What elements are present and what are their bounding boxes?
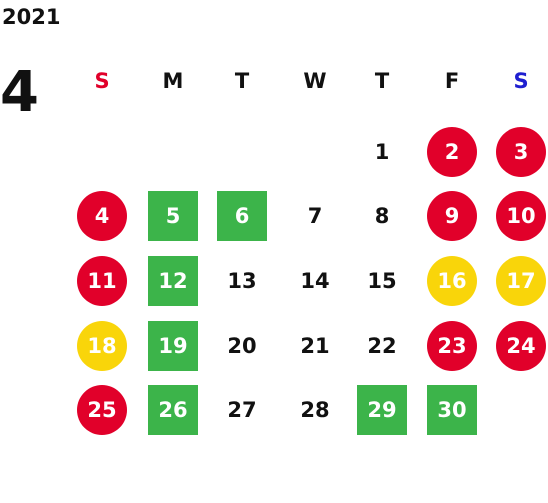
day-cell[interactable]: 23 bbox=[427, 321, 477, 371]
weekday-header: F bbox=[444, 69, 460, 93]
day-cell[interactable]: 1 bbox=[374, 140, 390, 164]
day-cell[interactable]: 20 bbox=[227, 334, 257, 358]
weekday-header: S bbox=[513, 69, 529, 93]
day-cell[interactable]: 5 bbox=[148, 191, 198, 241]
day-cell[interactable]: 11 bbox=[77, 256, 127, 306]
day-cell[interactable]: 4 bbox=[77, 191, 127, 241]
day-cell[interactable]: 3 bbox=[496, 127, 546, 177]
day-cell[interactable]: 27 bbox=[227, 398, 257, 422]
weekday-header: S bbox=[94, 69, 110, 93]
day-cell[interactable]: 6 bbox=[217, 191, 267, 241]
day-cell[interactable]: 13 bbox=[227, 269, 257, 293]
weekday-header: T bbox=[374, 69, 390, 93]
day-cell[interactable]: 10 bbox=[496, 191, 546, 241]
day-cell[interactable]: 15 bbox=[367, 269, 397, 293]
day-cell[interactable]: 22 bbox=[367, 334, 397, 358]
day-cell[interactable]: 25 bbox=[77, 385, 127, 435]
day-cell[interactable]: 29 bbox=[357, 385, 407, 435]
weekday-header: M bbox=[162, 69, 184, 93]
day-cell[interactable]: 2 bbox=[427, 127, 477, 177]
day-cell[interactable]: 28 bbox=[300, 398, 330, 422]
day-cell[interactable]: 24 bbox=[496, 321, 546, 371]
calendar-month: 4 bbox=[0, 60, 39, 125]
day-cell[interactable]: 14 bbox=[300, 269, 330, 293]
day-cell[interactable]: 8 bbox=[374, 204, 390, 228]
day-cell[interactable]: 19 bbox=[148, 321, 198, 371]
day-cell[interactable]: 12 bbox=[148, 256, 198, 306]
day-cell[interactable]: 21 bbox=[300, 334, 330, 358]
weekday-header: T bbox=[234, 69, 250, 93]
day-cell[interactable]: 26 bbox=[148, 385, 198, 435]
day-cell[interactable]: 9 bbox=[427, 191, 477, 241]
day-cell[interactable]: 30 bbox=[427, 385, 477, 435]
day-cell[interactable]: 7 bbox=[307, 204, 323, 228]
day-cell[interactable]: 17 bbox=[496, 256, 546, 306]
calendar-year: 2021 bbox=[2, 5, 61, 29]
day-cell[interactable]: 16 bbox=[427, 256, 477, 306]
day-cell[interactable]: 18 bbox=[77, 321, 127, 371]
weekday-header: W bbox=[303, 69, 327, 93]
